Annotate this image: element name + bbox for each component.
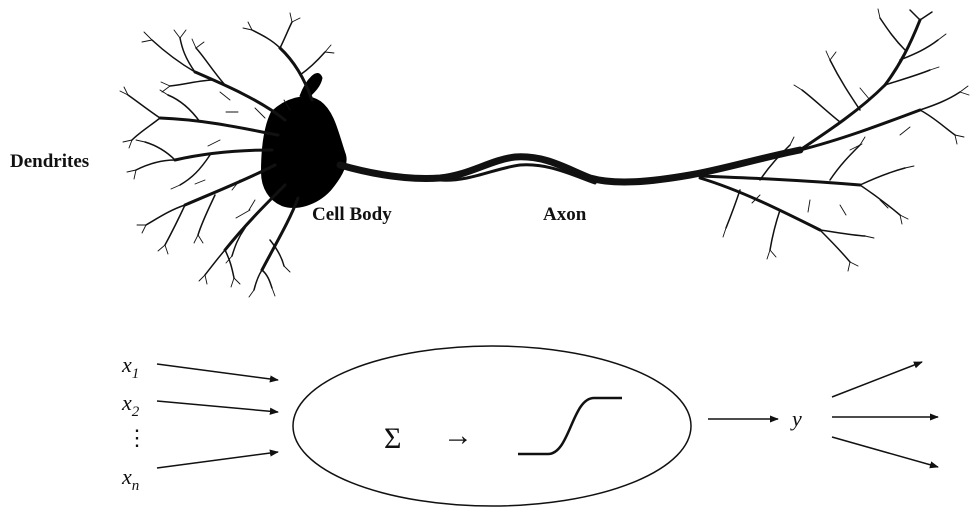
input-ellipsis: ⋮ <box>126 425 148 450</box>
output-branch-down-arrow <box>832 437 938 467</box>
input-x2-label: x2 <box>121 390 140 420</box>
dendrites-label: Dendrites <box>10 151 89 172</box>
input-x2-arrow <box>157 401 278 412</box>
neuron-node-ellipse <box>293 346 691 506</box>
input-xn-arrow <box>157 452 278 468</box>
output-y-label: y <box>790 406 802 431</box>
input-x1-arrow <box>157 364 278 380</box>
sigmoid-activation-curve <box>518 398 622 454</box>
cell-body-label: Cell Body <box>312 204 392 225</box>
input-xn-label: xn <box>121 464 139 494</box>
biological-neuron <box>120 9 969 297</box>
sum-to-activation-arrow: → <box>443 419 473 452</box>
output-branch-up-arrow <box>832 362 922 397</box>
input-x1-label: x1 <box>121 352 139 382</box>
artificial-neuron-model: x1 x2 ⋮ xn Σ → y <box>121 346 938 506</box>
axon-label: Axon <box>543 204 587 225</box>
summation-symbol: Σ <box>384 422 401 455</box>
axon-terminal-branches <box>700 9 969 271</box>
